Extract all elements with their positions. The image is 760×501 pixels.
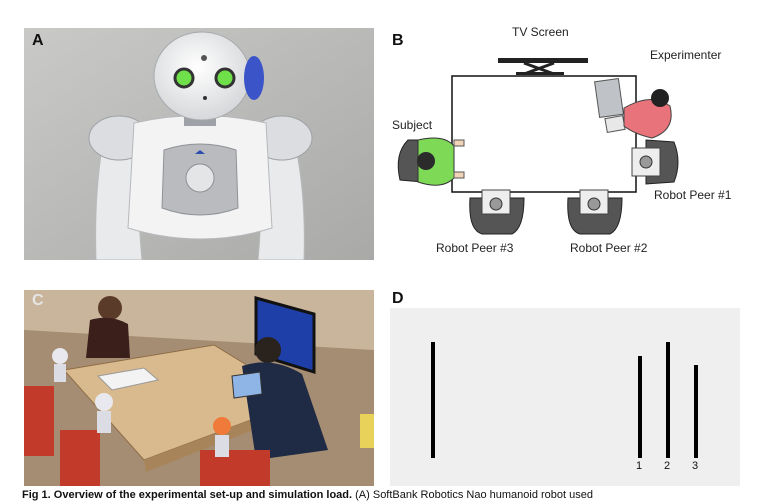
laptop-icon (594, 77, 626, 134)
panel-c: C (24, 290, 374, 486)
tv-screen-label: TV Screen (512, 25, 569, 39)
robot-peer-3-label: Robot Peer #3 (436, 241, 514, 255)
robot-peer-2-figure (567, 189, 623, 235)
comparison-line-1 (638, 356, 642, 458)
experiment-room-photo (24, 290, 374, 486)
line-label-1: 1 (636, 460, 643, 472)
panel-c-label: C (32, 292, 44, 309)
panel-d-label: D (392, 290, 404, 307)
setup-diagram (397, 58, 679, 235)
nao-robot-photo (24, 28, 374, 261)
reference-line (431, 342, 435, 458)
comparison-line-3 (694, 365, 698, 458)
subject-figure (397, 137, 465, 186)
panel-b-label: B (392, 32, 404, 49)
subject-label: Subject (392, 118, 433, 132)
line-label-3: 3 (692, 460, 699, 472)
line-stimuli (431, 342, 698, 458)
panel-b: B (384, 22, 760, 262)
robot-peer-1-label: Robot Peer #1 (654, 188, 732, 202)
line-label-2: 2 (664, 460, 671, 472)
panel-d: 1 2 3 (390, 308, 740, 486)
experimenter-label: Experimenter (650, 48, 722, 62)
panel-a-label: A (32, 32, 44, 49)
comparison-line-2 (666, 342, 670, 458)
panel-a: A (24, 28, 374, 261)
caption-title: Fig 1. Overview of the experimental set-… (22, 489, 353, 501)
tv-screen-icon (498, 58, 588, 76)
robot-peer-2-label: Robot Peer #2 (570, 241, 648, 255)
robot-peer-1-figure (631, 139, 679, 185)
figure-caption: Fig 1. Overview of the experimental set-… (22, 489, 760, 501)
caption-body: (A) SoftBank Robotics Nao humanoid robot… (352, 489, 593, 501)
robot-peer-3-figure (469, 189, 525, 235)
experimenter-figure (623, 89, 672, 139)
